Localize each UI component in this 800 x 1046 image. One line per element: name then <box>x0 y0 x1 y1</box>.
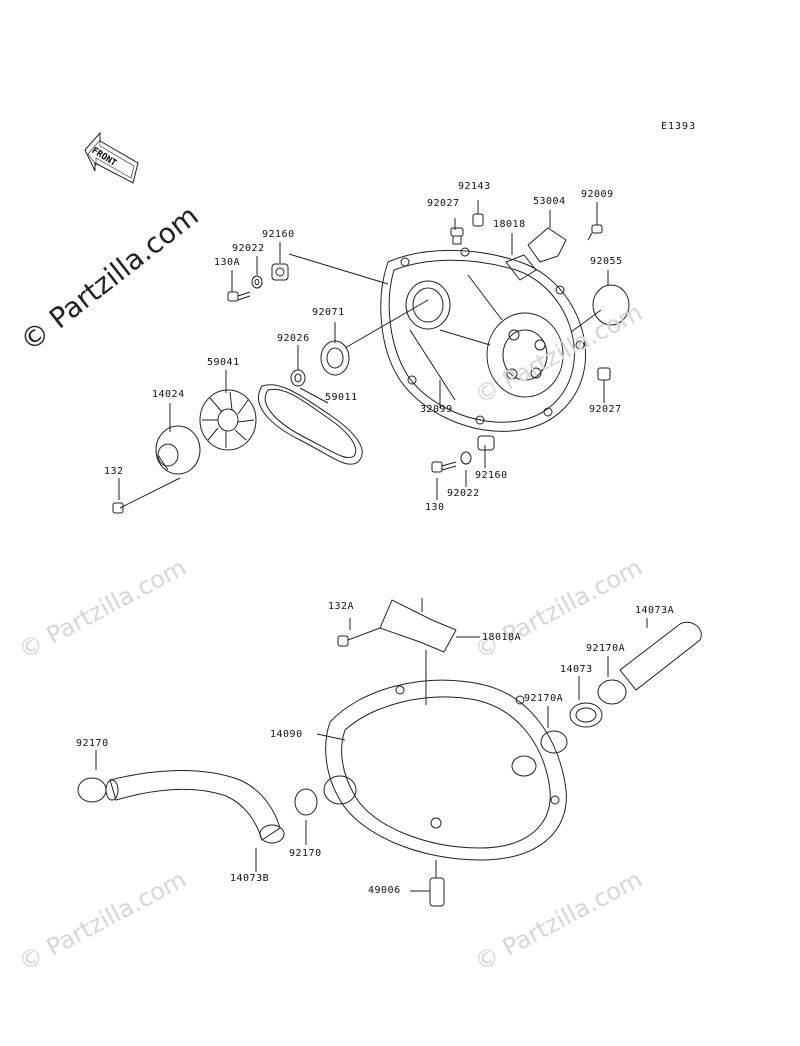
leader-lines-lower <box>95 598 648 892</box>
part-92170-clamp-left <box>77 777 107 803</box>
part-label-130[interactable]: 130 <box>425 502 445 513</box>
part-label-92022[interactable]: 92022 <box>232 243 265 254</box>
part-label-92160-lower[interactable]: 92160 <box>475 470 508 481</box>
part-label-92143[interactable]: 92143 <box>458 181 491 192</box>
part-92143-bushing <box>472 213 484 227</box>
part-label-59041[interactable]: 59041 <box>207 357 240 368</box>
part-label-92009[interactable]: 92009 <box>581 189 614 200</box>
part-59011-belt <box>257 384 363 465</box>
part-label-92170A[interactable]: 92170A <box>586 643 626 654</box>
part-label-92170-mid[interactable]: 92170 <box>289 848 322 859</box>
part-label-14024[interactable]: 14024 <box>152 389 185 400</box>
part-label-59011[interactable]: 59011 <box>325 392 358 403</box>
part-132-bolt <box>112 502 124 514</box>
part-label-92160[interactable]: 92160 <box>262 229 295 240</box>
part-label-92170[interactable]: 92170 <box>76 738 109 749</box>
part-label-32099[interactable]: 32099 <box>420 404 453 415</box>
front-arrow-icon <box>84 131 139 184</box>
part-92160-collar <box>271 263 289 281</box>
part-92071-seal <box>320 340 350 376</box>
part-130A-bolt <box>227 291 251 302</box>
part-label-92055[interactable]: 92055 <box>590 256 623 267</box>
part-label-92026[interactable]: 92026 <box>277 333 310 344</box>
part-92027-bolt <box>450 227 464 245</box>
part-18018A-shield <box>379 599 457 653</box>
part-32099-cover <box>380 247 587 432</box>
part-label-92022-lower[interactable]: 92022 <box>447 488 480 499</box>
part-label-14073B[interactable]: 14073B <box>230 873 270 884</box>
part-92009-screw <box>587 224 603 241</box>
part-92055-oring <box>592 284 630 326</box>
part-14073-joint <box>569 702 603 728</box>
part-label-92027[interactable]: 92027 <box>427 198 460 209</box>
part-92160-collar-lower <box>477 435 495 451</box>
part-92022-washer <box>251 275 263 289</box>
part-49006-filter <box>429 877 445 907</box>
part-92026-spacer <box>290 369 306 387</box>
part-92170A-clamp-left <box>540 730 568 754</box>
part-label-14073[interactable]: 14073 <box>560 664 593 675</box>
part-label-132[interactable]: 132 <box>104 466 124 477</box>
part-label-18018A[interactable]: 18018A <box>482 632 522 643</box>
part-label-49006[interactable]: 49006 <box>368 885 401 896</box>
part-label-130A[interactable]: 130A <box>214 257 241 268</box>
part-label-92170A-left[interactable]: 92170A <box>524 693 564 704</box>
part-92170A-clamp <box>597 679 627 705</box>
part-label-132A[interactable]: 132A <box>328 601 355 612</box>
part-label-53004[interactable]: 53004 <box>533 196 566 207</box>
part-59041-impeller <box>199 389 257 451</box>
part-label-14090[interactable]: 14090 <box>270 729 303 740</box>
part-14073A-duct <box>619 621 702 691</box>
part-label-92071[interactable]: 92071 <box>312 307 345 318</box>
part-label-14073A[interactable]: 14073A <box>635 605 675 616</box>
part-label-18018[interactable]: 18018 <box>493 219 526 230</box>
part-53004-plate <box>527 227 567 263</box>
part-92027-bolt-right <box>597 367 611 381</box>
part-18018-bracket <box>505 254 537 281</box>
part-label-92027-right[interactable]: 92027 <box>589 404 622 415</box>
part-14090-housing <box>323 679 567 861</box>
leader-lines-upper <box>118 200 609 509</box>
diagram-code: E1393 <box>661 121 697 132</box>
part-130-bolt <box>431 461 457 473</box>
part-14073B-duct <box>105 770 285 844</box>
part-132A-bolt <box>337 627 381 647</box>
part-92022-washer-lower <box>460 451 472 465</box>
part-14024-cover <box>155 425 201 475</box>
part-92170-clamp-mid <box>294 788 318 816</box>
